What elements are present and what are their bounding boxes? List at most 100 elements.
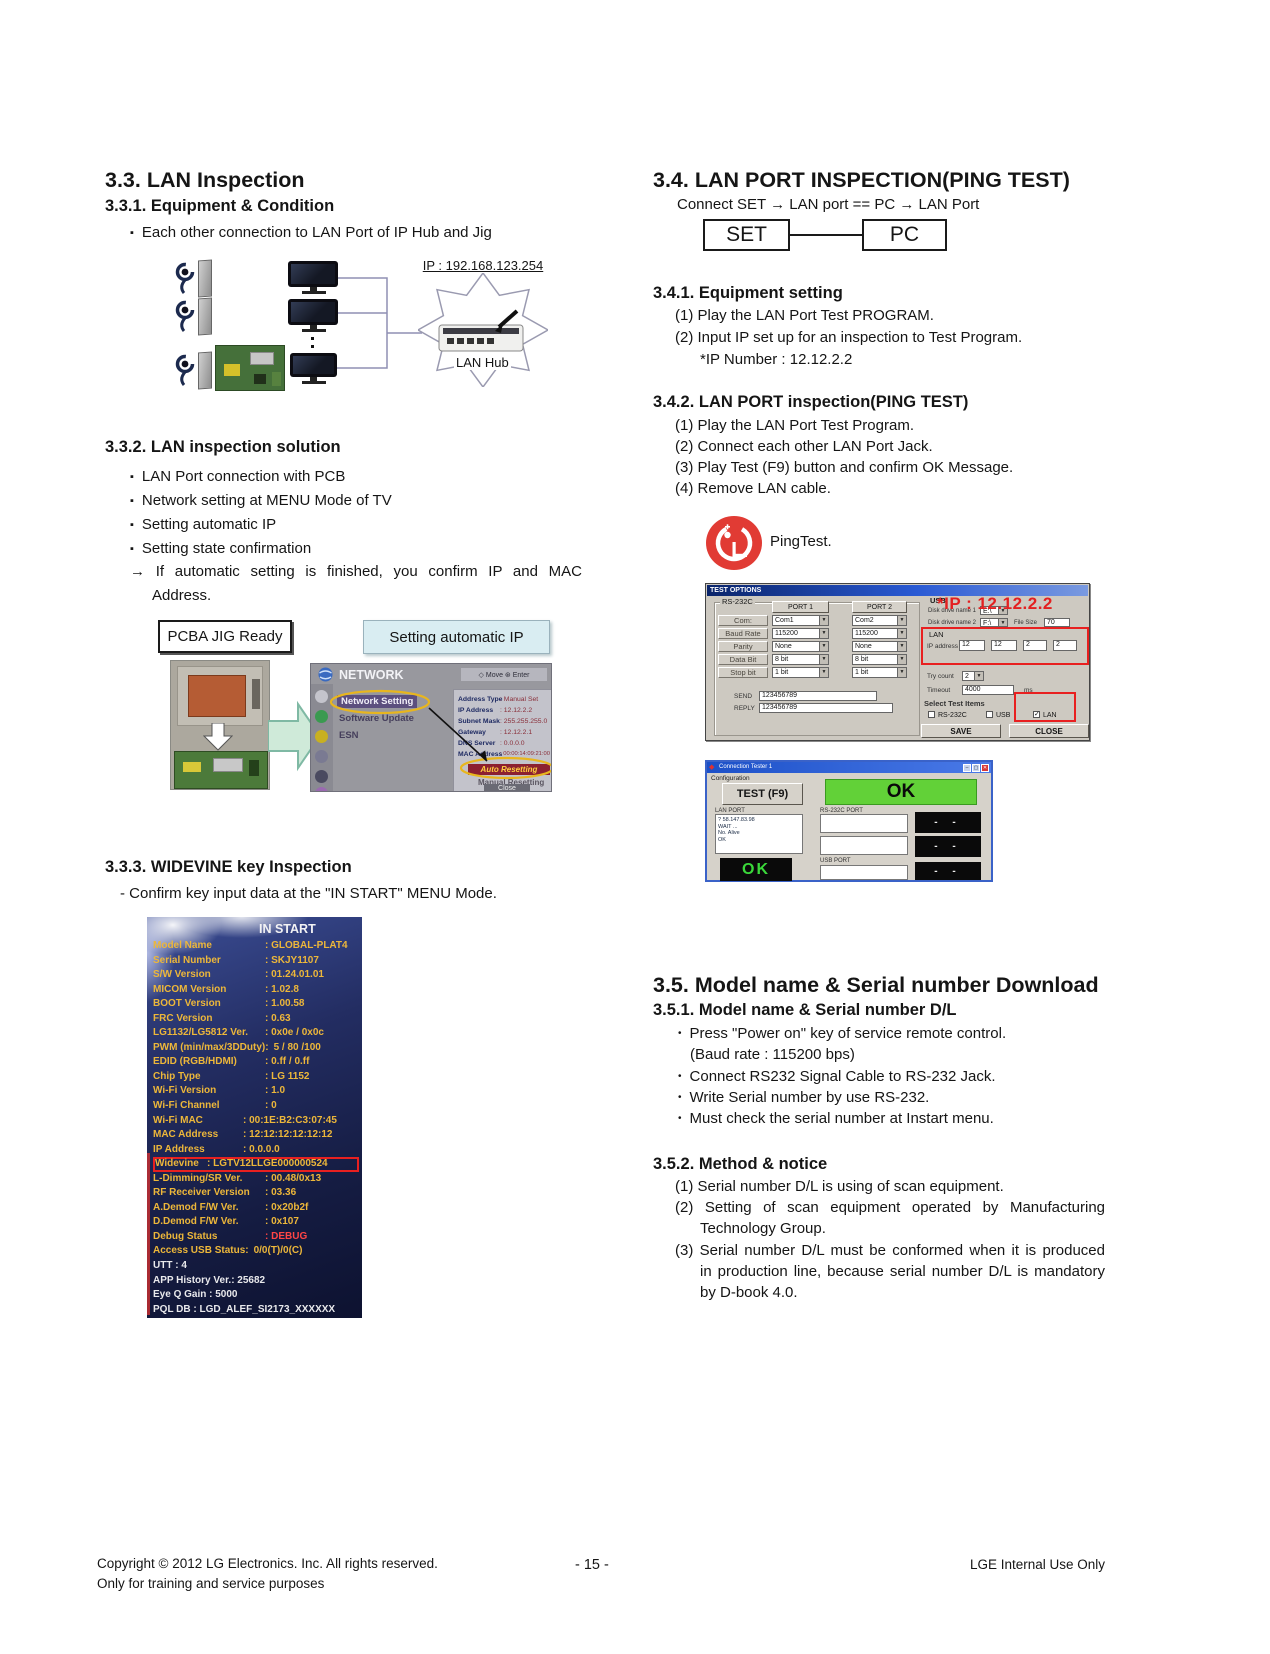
connect-instruction: Connect SET → LAN port == PC → LAN Port — [677, 196, 980, 213]
tv-stand — [310, 325, 317, 329]
dropdown-arrow-icon: ▼ — [897, 655, 906, 664]
dropdown-arrow-icon: ▼ — [998, 607, 1007, 614]
test-f9-button: TEST (F9) — [722, 783, 803, 805]
instart-row: APP History Ver.: 25682 — [153, 1274, 266, 1286]
rs232c-group-label: RS-232C — [720, 597, 755, 606]
note-confirm-ip-mac: → If automatic setting is finished, you … — [130, 563, 582, 580]
field-label: DNS Server — [458, 740, 496, 747]
ip-address-label: IP address — [927, 643, 958, 650]
maximize-button: ▢ — [972, 763, 980, 772]
field-label: IP Address — [458, 707, 494, 714]
rs232c-log-box-2 — [820, 836, 908, 855]
instart-row: Eye Q Gain : 5000 — [153, 1289, 238, 1301]
checkbox-checked-icon — [1033, 710, 1040, 718]
dropdown-arrow-icon: ▼ — [819, 668, 828, 677]
field-value: : Manual Set — [500, 696, 539, 703]
ellipsis-dot — [311, 337, 314, 340]
reply-label: REPLY — [734, 705, 755, 712]
dropdown-arrow-icon: ▼ — [897, 616, 906, 625]
jig-clamp-icon — [175, 262, 195, 294]
manual-resetting-button: Manual Resetting — [478, 778, 545, 787]
in-start-header: IN START — [259, 922, 316, 936]
section-3-3-3-title: 3.3.3. WIDEVINE key Inspection — [105, 858, 352, 876]
tv-stand — [310, 287, 317, 291]
menu-item-esn: ESN — [339, 730, 359, 741]
ip-octet-3: 2 — [1023, 640, 1047, 651]
item-352-1: (1) Serial number D/L is using of scan e… — [675, 1178, 1004, 1195]
timeout-label: Timeout — [927, 687, 951, 694]
bullet-setting-auto-ip: Setting automatic IP — [130, 516, 276, 533]
baud-port1-select: 115200▼ — [772, 628, 829, 639]
tv-icon — [288, 261, 338, 287]
disk-drive-1-select: E:\▼ — [980, 606, 1008, 615]
lan-equipment-diagram: IP : 192.168.123.254 LAN Hub — [160, 245, 560, 395]
section-3-5-title: 3.5. Model name & Serial number Download — [653, 973, 1099, 997]
menu-strip-icon — [315, 787, 328, 791]
bullet-power-on: Press "Power on" key of service remote c… — [678, 1025, 1007, 1042]
in-start-rows: Model Name: GLOBAL-PLAT4 Serial Number: … — [153, 939, 360, 1317]
try-count-select: 2▼ — [962, 671, 984, 681]
item-352-2a: (2) Setting of scan equipment operated b… — [675, 1199, 1105, 1216]
send-input: 123456789 — [759, 691, 877, 701]
item-342-1: (1) Play the LAN Port Test Program. — [675, 417, 914, 434]
item-352-3a: (3) Serial number D/L must be conformed … — [675, 1242, 1105, 1259]
lan-group-label: LAN — [927, 630, 946, 639]
dropdown-arrow-icon: ▼ — [897, 629, 906, 638]
field-value: : 12.12.2.1 — [500, 729, 533, 736]
com-label: Com: — [718, 615, 768, 626]
pcb-photo — [215, 345, 285, 391]
test-options-dialog-screenshot: TEST OPTIONS RS-232C PORT 1 PORT 2 Com: … — [705, 583, 1090, 741]
parity-label: Parity — [718, 641, 768, 652]
bullet-write-serial: Write Serial number by use RS-232. — [678, 1089, 930, 1106]
instart-row: Model Name: GLOBAL-PLAT4 — [153, 940, 348, 951]
set-pc-connector-line — [790, 234, 862, 236]
port2-button: PORT 2 — [852, 601, 907, 613]
pc-box: PC — [862, 219, 947, 251]
lan-hub-label: LAN Hub — [454, 355, 511, 370]
globe-icon — [318, 667, 333, 682]
ip-annotation: *IP : 12.12.2.2 — [937, 594, 1053, 613]
close-button: Close — [484, 784, 530, 791]
field-value: : 00:00:14:09:21:00 — [500, 751, 550, 757]
field-value: : 255.255.255.0 — [500, 718, 548, 725]
bullet-network-setting: Network setting at MENU Mode of TV — [130, 492, 392, 509]
stop-bit-label: Stop bit — [718, 667, 768, 678]
com-port1-select: Com1▼ — [772, 615, 829, 626]
rs232c-indicator-2: - - — [915, 836, 981, 857]
disk-drive-2-select: F:\▼ — [980, 618, 1008, 627]
instart-row: PQL DB : LGD_ALEF_SI2173_XXXXXX — [153, 1303, 336, 1315]
usb-log-box — [820, 865, 908, 880]
instart-row: Access USB Status:0/0(T)/0(C) — [153, 1245, 303, 1257]
bullet-baud-rate: (Baud rate : 115200 bps) — [690, 1046, 855, 1063]
section-3-3-2-title: 3.3.2. LAN inspection solution — [105, 438, 341, 456]
lan-checkbox-highlight-box — [1014, 692, 1076, 722]
instart-row: Debug Status: DEBUG — [153, 1230, 308, 1242]
tester-menu-configuration: Configuration — [711, 775, 750, 782]
footer-internal-use: LGE Internal Use Only — [969, 1557, 1105, 1572]
section-3-3-1-title: 3.3.1. Equipment & Condition — [105, 197, 335, 215]
usb-checkbox: USB — [986, 711, 1010, 719]
footer-page-number: - 15 - — [575, 1557, 609, 1573]
section-3-4-1-title: 3.4.1. Equipment setting — [653, 284, 843, 302]
instart-row: BOOT Version: 1.00.58 — [153, 998, 305, 1010]
ok-result-banner: OK — [825, 779, 977, 805]
set-box: SET — [703, 219, 790, 251]
close-button: CLOSE — [1009, 724, 1089, 738]
item-342-4: (4) Remove LAN cable. — [675, 480, 831, 497]
data-bit-label: Data Bit — [718, 654, 768, 665]
port1-button: PORT 1 — [772, 601, 829, 613]
diagram-connection-lines — [337, 277, 422, 369]
field-label: Address Type — [458, 696, 503, 703]
instart-row: RF Receiver Version: 03.36 — [153, 1187, 297, 1199]
menu-icon-strip — [311, 684, 333, 791]
dropdown-arrow-icon: ▼ — [897, 668, 906, 677]
dropdown-arrow-icon: ▼ — [974, 672, 983, 680]
tv-network-menu-screenshot: NETWORK ◇ Move ⊛ Enter Network Setting S… — [310, 663, 552, 792]
jig-clamp-icon — [175, 354, 195, 386]
instart-row: S/W Version: 01.24.01.01 — [153, 969, 324, 981]
instart-row: Chip Type: LG 1152 — [153, 1070, 310, 1082]
network-menu-title: NETWORK — [339, 668, 404, 682]
databit-port2-select: 8 bit▼ — [852, 654, 907, 665]
instart-row: L-Dimming/SR Ver.: 00.48/0x13 — [153, 1172, 322, 1184]
menu-strip-icon — [315, 730, 328, 743]
